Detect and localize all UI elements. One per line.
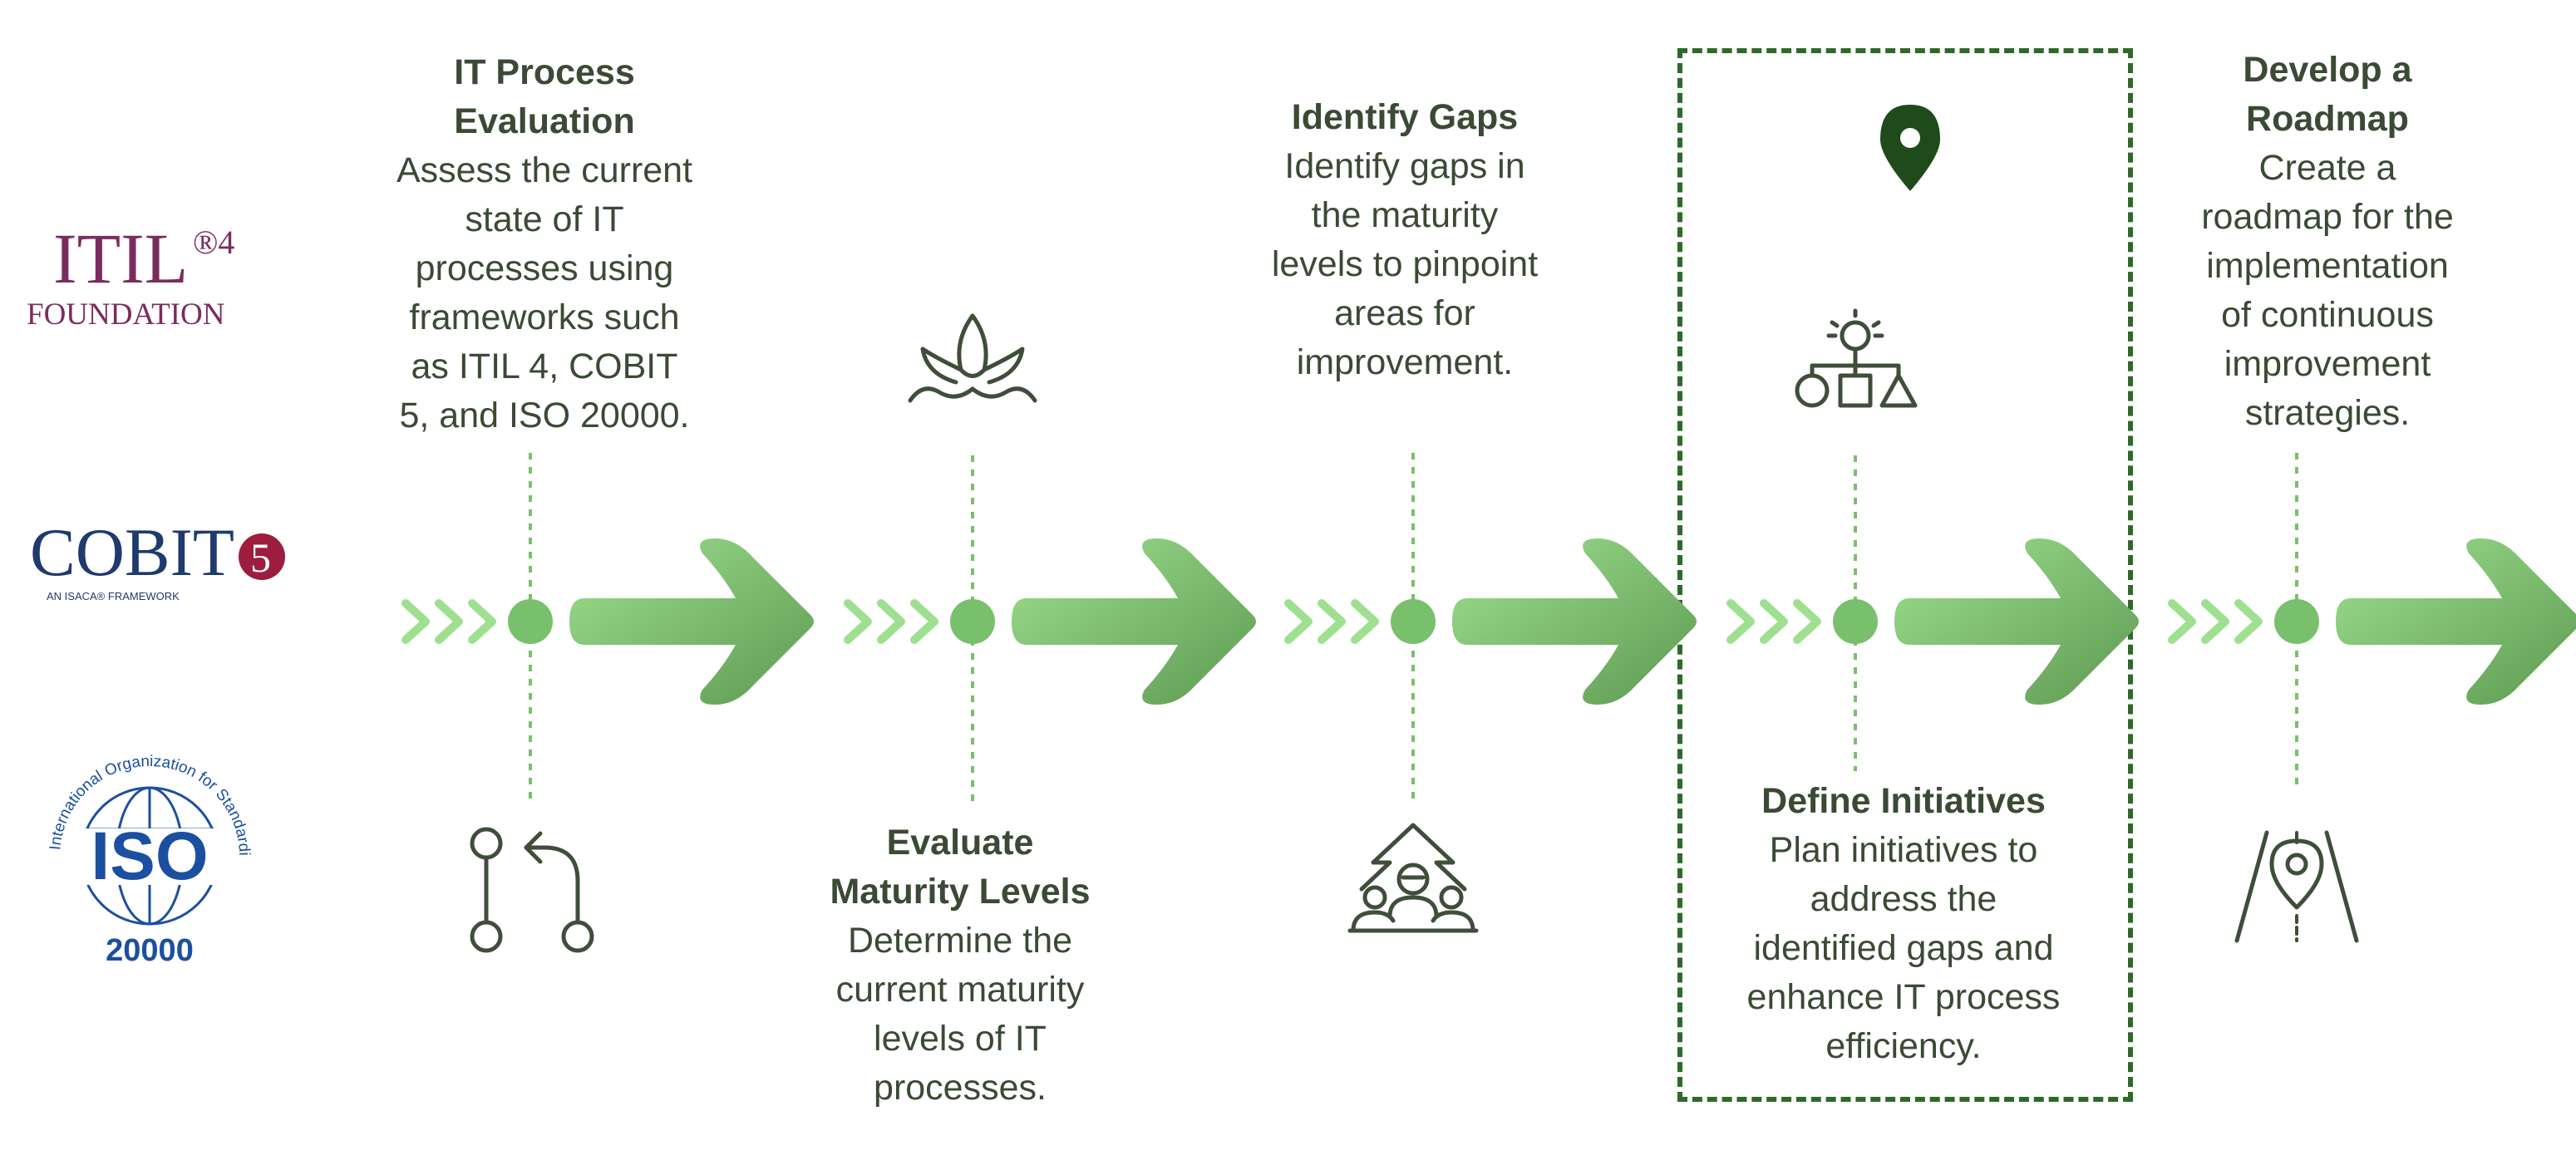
chevron-icon bbox=[468, 599, 496, 644]
step-1-title-line2: Evaluation bbox=[454, 101, 635, 141]
highlighted-step-box bbox=[1677, 48, 2133, 1102]
step-2-desc-line: current maturity bbox=[835, 970, 1085, 1010]
step-3-text: Identify Gaps Identify gaps in the matur… bbox=[1230, 93, 1579, 387]
step-3-desc-line: levels to pinpoint bbox=[1271, 244, 1539, 284]
step-2-desc-line: levels of IT bbox=[874, 1019, 1047, 1059]
chevron-icon bbox=[910, 599, 938, 644]
itil-logo-main: ITIL bbox=[53, 219, 188, 298]
step-3-arrow bbox=[1452, 538, 1697, 705]
iso-logo-main: ISO bbox=[91, 818, 208, 894]
step-4-title: Define Initiatives bbox=[1761, 781, 2046, 821]
step-4-node bbox=[1833, 599, 1878, 644]
chevron-icon bbox=[844, 599, 872, 644]
step-5-desc-line: strategies. bbox=[2244, 393, 2411, 433]
step-3-connector bbox=[1284, 453, 1697, 802]
step-5-desc-line: roadmap for the bbox=[2201, 197, 2454, 237]
step-4-desc-line: enhance IT process bbox=[1746, 977, 2061, 1017]
cobit-badge bbox=[239, 533, 285, 580]
step-2-text: Evaluate Maturity Levels Determine the c… bbox=[786, 818, 1135, 1113]
step-2-title-line2: Maturity Levels bbox=[830, 872, 1091, 912]
step-1-desc-line: as ITIL 4, COBIT bbox=[411, 346, 678, 386]
step-4-desc-line: Plan initiatives to bbox=[1769, 830, 2038, 870]
chevron-icon bbox=[1284, 599, 1313, 644]
step-1-desc-line: state of IT bbox=[465, 199, 624, 239]
step-1-node bbox=[508, 599, 553, 644]
step-2-arrow bbox=[1012, 538, 1256, 705]
step-5-title-line2: Roadmap bbox=[2246, 99, 2409, 139]
chevron-icon bbox=[877, 599, 905, 644]
step-1-title: IT Process bbox=[454, 52, 635, 92]
step-4-arrow bbox=[1894, 538, 2139, 705]
step-5-connector bbox=[2168, 453, 2576, 789]
step-1-arrow bbox=[569, 538, 814, 705]
step-3-desc-line: Identify gaps in bbox=[1284, 146, 1525, 186]
step-3-desc-line: the maturity bbox=[1311, 195, 1499, 235]
step-1-desc-line: processes using bbox=[415, 248, 674, 288]
lotus-icon bbox=[908, 313, 1037, 403]
iso-logo-number: 20000 bbox=[106, 933, 194, 968]
step-4-text: Define Initiatives Plan initiatives to a… bbox=[1687, 777, 2120, 1071]
chevron-icon bbox=[401, 599, 430, 644]
step-3-desc-line: areas for bbox=[1334, 293, 1475, 333]
itil-4-foundation-logo: ITIL ®4 FOUNDATION bbox=[27, 219, 234, 332]
step-2-desc-line: Determine the bbox=[847, 921, 1073, 961]
chevron-icon bbox=[2168, 599, 2196, 644]
cobit-logo-main: COBIT bbox=[30, 514, 234, 590]
chevron-icon bbox=[1726, 599, 1755, 644]
step-3-desc-line: improvement. bbox=[1296, 342, 1514, 382]
step-2-node bbox=[950, 599, 995, 644]
chevron-icon bbox=[435, 599, 463, 644]
step-5-node bbox=[2274, 599, 2319, 644]
step-5-desc-line: implementation bbox=[2206, 246, 2449, 286]
team-growth-icon bbox=[1347, 823, 1479, 933]
idea-flowchart-icon bbox=[1795, 308, 1918, 408]
step-4-desc-line: efficiency. bbox=[1825, 1026, 1982, 1066]
step-5-title: Develop a bbox=[2243, 50, 2412, 90]
iso-20000-logo: International Organization for Standardi… bbox=[25, 731, 253, 968]
itil-logo-sup: ®4 bbox=[193, 224, 234, 261]
step-5-desc-line: Create a bbox=[2258, 148, 2396, 188]
step-5-text: Develop a Roadmap Create a roadmap for t… bbox=[2149, 46, 2506, 438]
step-1-desc-line: frameworks such bbox=[409, 297, 680, 337]
step-2-connector bbox=[844, 455, 1256, 804]
step-2-desc-line: processes. bbox=[874, 1068, 1047, 1108]
location-pin-icon bbox=[1880, 105, 1940, 191]
step-3-node bbox=[1391, 599, 1436, 644]
chevron-icon bbox=[2201, 599, 2229, 644]
step-5-desc-line: of continuous bbox=[2221, 295, 2434, 335]
cobit-logo-badge: 5 bbox=[250, 534, 271, 581]
cobit-logo-sub: AN ISACA® FRAMEWORK bbox=[47, 590, 180, 602]
chevron-icon bbox=[1760, 599, 1788, 644]
chevron-icon bbox=[1318, 599, 1346, 644]
step-5-desc-line: improvement bbox=[2224, 344, 2431, 384]
cobit-5-logo: COBIT 5 AN ISACA® FRAMEWORK bbox=[17, 490, 299, 656]
step-4-desc-line: identified gaps and bbox=[1753, 928, 2054, 968]
step-1-desc-line: 5, and ISO 20000. bbox=[399, 396, 690, 435]
step-1-connector bbox=[401, 453, 814, 802]
step-2-title: Evaluate bbox=[886, 823, 1034, 863]
chevron-icon bbox=[1793, 599, 1821, 644]
step-3-title: Identify Gaps bbox=[1291, 97, 1519, 137]
itil-logo-sub: FOUNDATION bbox=[27, 297, 224, 332]
chevron-icon bbox=[1351, 599, 1379, 644]
git-branch-icon bbox=[470, 827, 594, 953]
chevron-icon bbox=[2234, 599, 2263, 644]
step-5-arrow bbox=[2336, 538, 2576, 705]
step-4-desc-line: address the bbox=[1810, 879, 1997, 919]
step-4-connector bbox=[1726, 455, 2139, 771]
road-pin-icon bbox=[2234, 830, 2359, 943]
step-1-text: IT Process Evaluation Assess the current… bbox=[366, 48, 723, 440]
step-1-desc-line: Assess the current bbox=[396, 150, 693, 190]
